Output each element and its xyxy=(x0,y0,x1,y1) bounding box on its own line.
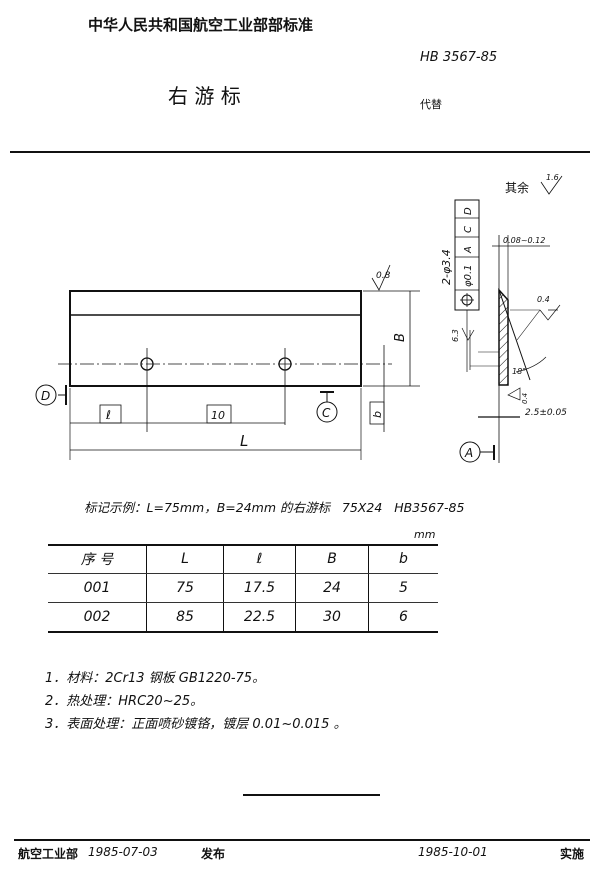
footer-rule xyxy=(14,839,590,841)
dim-B: B xyxy=(393,333,408,342)
table-row: 001 75 17.5 24 5 xyxy=(48,573,438,603)
cell: 24 xyxy=(295,573,369,603)
note-3: 3．表面处理：正面喷砂镀铬，镀层 0.01~0.015 。 xyxy=(45,717,347,732)
header-cell: B xyxy=(295,545,369,574)
dim-10-box xyxy=(206,404,232,424)
header-cell: b xyxy=(368,545,438,574)
datum-C: C xyxy=(322,406,331,420)
datum-A: A xyxy=(464,446,473,460)
datum-d-circle xyxy=(35,384,57,406)
holes-spec: 2-φ3.4 xyxy=(440,249,453,285)
datum-c-circle xyxy=(316,401,338,423)
cell: 002 xyxy=(48,602,147,633)
dim-l: ℓ xyxy=(105,408,111,422)
header-cell: L xyxy=(146,545,224,574)
frame-D: D xyxy=(463,207,474,215)
dim-l-box xyxy=(99,404,122,424)
issue-date: 1985-07-03 xyxy=(88,845,158,859)
technical-drawing: 0.8 B L ℓ 10 b D C A 其余 1.6 2-φ3.4 D C A… xyxy=(35,173,567,463)
dim-b: b xyxy=(371,411,384,418)
frame-A: A xyxy=(463,246,474,254)
cell: 5 xyxy=(368,573,438,603)
effective-label: 实施 xyxy=(560,847,585,861)
cell: 22.5 xyxy=(223,602,296,633)
roughness-bevel: 0.4 xyxy=(537,295,550,304)
effective-date: 1985-10-01 xyxy=(418,845,488,859)
issue-label: 发布 xyxy=(201,847,226,861)
issuer: 航空工业部 xyxy=(18,847,79,861)
edge-range: 0.08~0.12 xyxy=(503,236,545,245)
dim-L: L xyxy=(240,432,248,450)
position-tolerance: φ0.1 xyxy=(463,265,474,288)
roughness-rest-label: 其余 xyxy=(505,180,529,195)
header-cell: 序 号 xyxy=(48,545,147,574)
table-unit: mm xyxy=(414,528,436,541)
header-rule xyxy=(10,151,590,153)
cell: 30 xyxy=(295,602,369,633)
side-section xyxy=(498,288,509,386)
cell: 17.5 xyxy=(223,573,296,603)
standard-number: HB 3567-85 xyxy=(420,50,498,65)
roughness-hole: 6.3 xyxy=(451,329,460,342)
roughness-rest-value: 1.6 xyxy=(546,173,559,182)
marking-example: 标记示例：L=75mm，B=24mm 的右游标 75X24 HB3567-85 xyxy=(84,500,465,515)
note-1: 1．材料：2Cr13 钢板 GB1220-75。 xyxy=(45,671,266,686)
roughness-top: 0.8 xyxy=(376,271,391,281)
cell: 85 xyxy=(146,602,224,633)
table-header-row: 序 号 L ℓ B b xyxy=(48,545,438,574)
thickness: 2.5±0.05 xyxy=(525,408,567,418)
cell: 6 xyxy=(368,602,438,633)
header-cell: ℓ xyxy=(223,545,296,574)
front-view-outline xyxy=(69,290,362,387)
end-rule xyxy=(243,794,380,796)
bevel-angle: 18° xyxy=(512,367,526,376)
org-standard-title: 中华人民共和国航空工业部部标准 xyxy=(88,16,314,34)
replaces-label: 代替 xyxy=(420,98,442,111)
cell: 001 xyxy=(48,573,147,603)
note-2: 2．热处理：HRC20~25。 xyxy=(45,694,204,709)
datum-D: D xyxy=(41,389,50,403)
frame-C: C xyxy=(463,226,474,233)
cell: 75 xyxy=(146,573,224,603)
dim-10: 10 xyxy=(211,409,225,422)
roughness-symbol-icon xyxy=(540,175,563,195)
dimensions-table: 序 号 L ℓ B b 001 75 17.5 24 5 002 85 22.5… xyxy=(48,545,438,633)
table-row: 002 85 22.5 30 6 xyxy=(48,602,438,633)
roughness-bottom: 0.4 xyxy=(521,393,529,404)
document-title: 右 游 标 xyxy=(168,84,241,108)
